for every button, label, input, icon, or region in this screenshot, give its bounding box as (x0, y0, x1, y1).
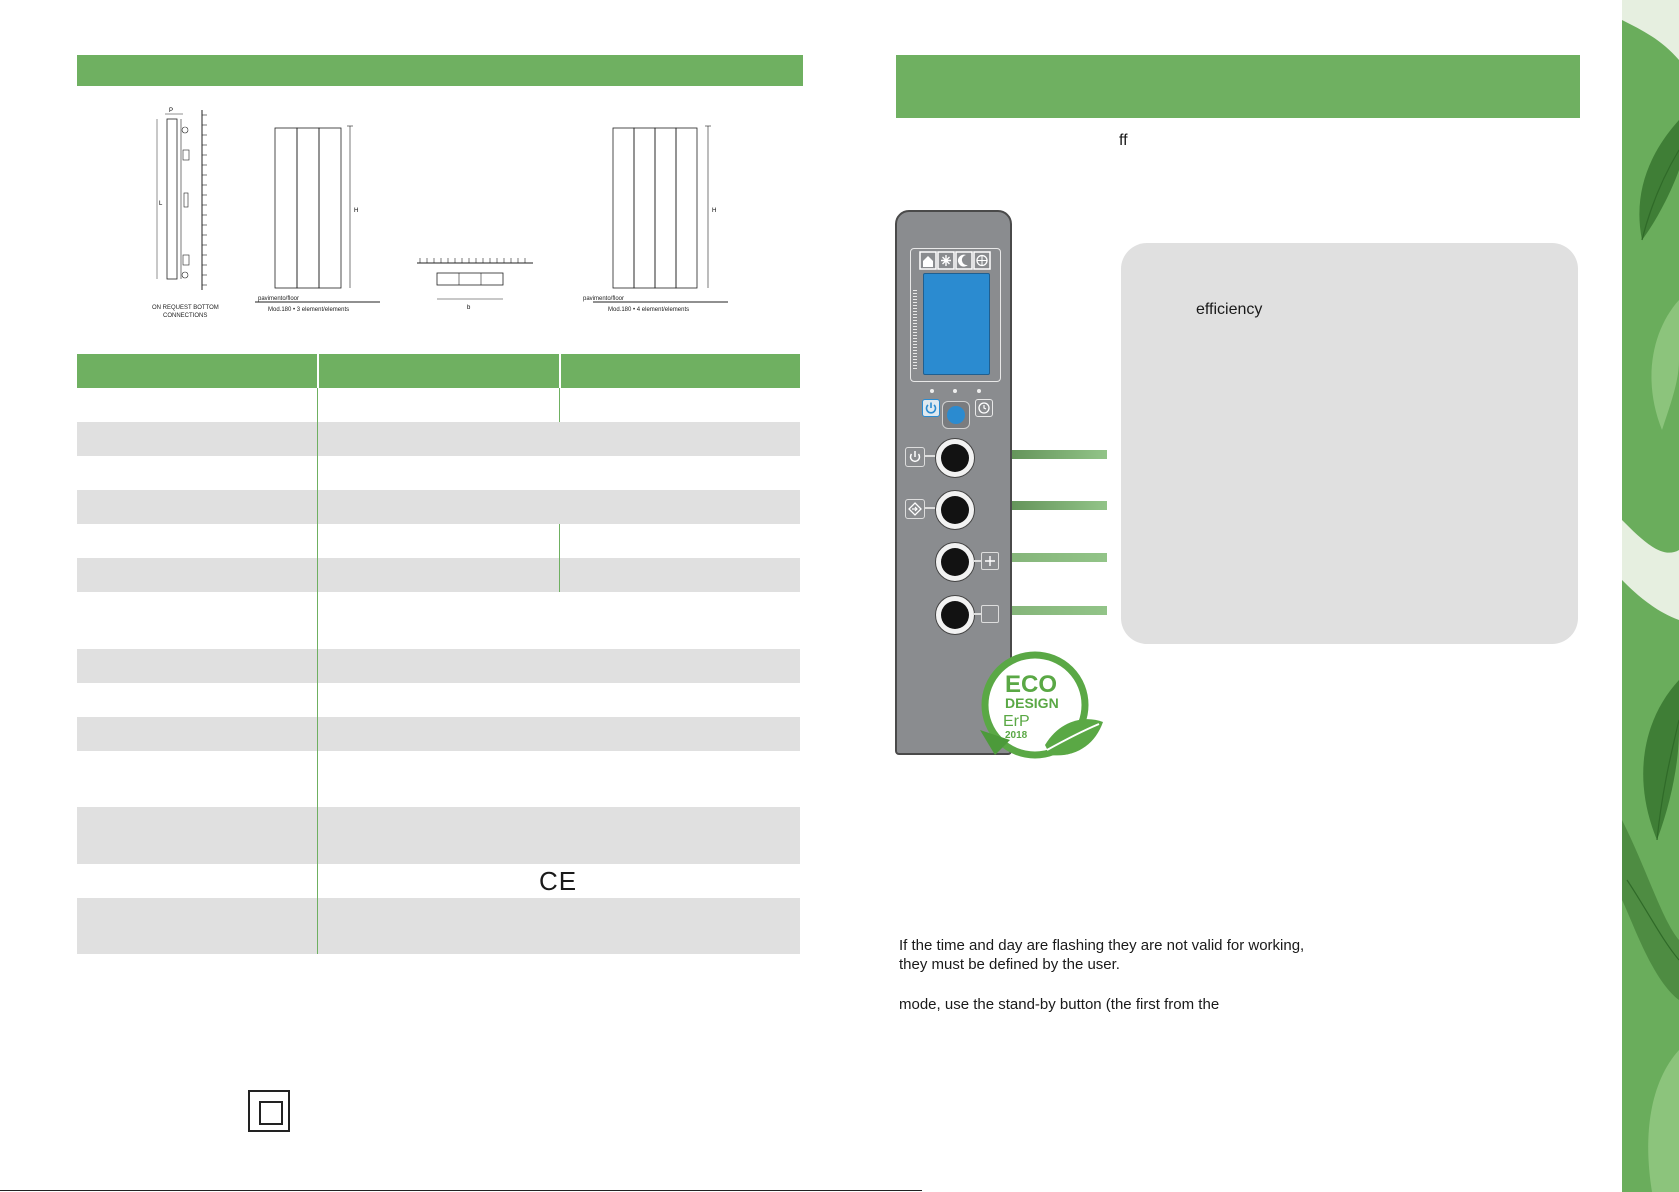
level-meter (913, 290, 917, 370)
table-row (77, 717, 800, 751)
lcd-screen (923, 273, 990, 375)
info-bubble: efficiency (1121, 243, 1578, 644)
front4-caption: Mod.180 • 4 element/elements (608, 307, 690, 313)
right-header-band (896, 55, 1580, 118)
table-row (77, 422, 800, 456)
power-icon (922, 399, 940, 417)
minus-button[interactable] (935, 595, 975, 635)
table-row (77, 558, 800, 592)
mode-icon (905, 499, 925, 519)
plus-icon (981, 552, 999, 570)
dim-h-label-3: H (354, 208, 358, 214)
minus-icon (981, 605, 999, 623)
front3-caption: Mod.180 • 3 element/elements (268, 307, 350, 313)
table-row (77, 898, 800, 954)
front3-floor-label: pavimento/floor (258, 296, 300, 302)
table-row (77, 490, 800, 524)
front4-floor-label: pavimento/floor (583, 296, 625, 302)
table-row (77, 807, 800, 864)
body-line-3: mode, use the stand-by button (the first… (899, 996, 1220, 1013)
front-view-4-elements: H (588, 120, 733, 310)
thermostat-panel (895, 210, 1012, 755)
eco-design-badge: ECO DESIGN ErP 2018 (975, 650, 1105, 770)
bottom-rule (0, 1190, 922, 1191)
dim-h-label-4: H (712, 208, 716, 214)
side-view-drawing: P L (145, 105, 215, 290)
dim-p-label: P (169, 108, 173, 114)
body-line-2: they must be defined by the user. (899, 956, 1120, 973)
table-row (77, 456, 800, 490)
connector-bar-4 (965, 606, 1107, 615)
table-header-row (77, 354, 800, 388)
table-row (77, 388, 800, 422)
standby-side-icon (905, 447, 925, 467)
snowflake-icon (937, 251, 955, 270)
side-view-caption-1: ON REQUEST BOTTOM (152, 305, 219, 311)
body-line-1: If the time and day are flashing they ar… (899, 937, 1305, 954)
badge-line3: ErP (1003, 713, 1030, 730)
house-icon (919, 251, 937, 270)
standby-button[interactable] (935, 438, 975, 478)
moon-icon (955, 251, 973, 270)
antifreeze-icon (973, 251, 991, 270)
dim-b-label: b (467, 305, 471, 311)
table-row (77, 751, 800, 807)
dim-l-label: L (159, 201, 163, 207)
badge-line2: DESIGN (1005, 695, 1059, 711)
spec-table: CE (77, 354, 800, 954)
table-row (77, 592, 800, 649)
double-insulation-icon (248, 1090, 290, 1132)
table-row (77, 649, 800, 683)
intro-fragment: ff (1119, 132, 1128, 149)
connector-bar-2 (965, 501, 1107, 510)
mode-icons-row (919, 251, 991, 270)
connector-bar-1 (965, 450, 1107, 459)
side-view-caption-2: CONNECTIONS (163, 313, 208, 319)
table-row: CE (77, 864, 800, 898)
badge-line1: ECO (1005, 671, 1057, 698)
plus-button[interactable] (935, 542, 975, 582)
clock-icon (975, 399, 993, 417)
top-view-drawing: b (415, 255, 535, 313)
mode-button[interactable] (935, 490, 975, 530)
front-view-3-elements: H (250, 120, 385, 310)
left-header-band (77, 55, 803, 86)
ce-mark: CE (539, 866, 578, 896)
bubble-fragment: efficiency (1196, 301, 1263, 318)
connector-bar-3 (965, 553, 1107, 562)
center-button[interactable] (942, 401, 970, 429)
badge-line4: 2018 (1005, 730, 1028, 741)
table-row (77, 524, 800, 558)
table-row (77, 683, 800, 717)
leaf-decoration (1622, 0, 1679, 1192)
